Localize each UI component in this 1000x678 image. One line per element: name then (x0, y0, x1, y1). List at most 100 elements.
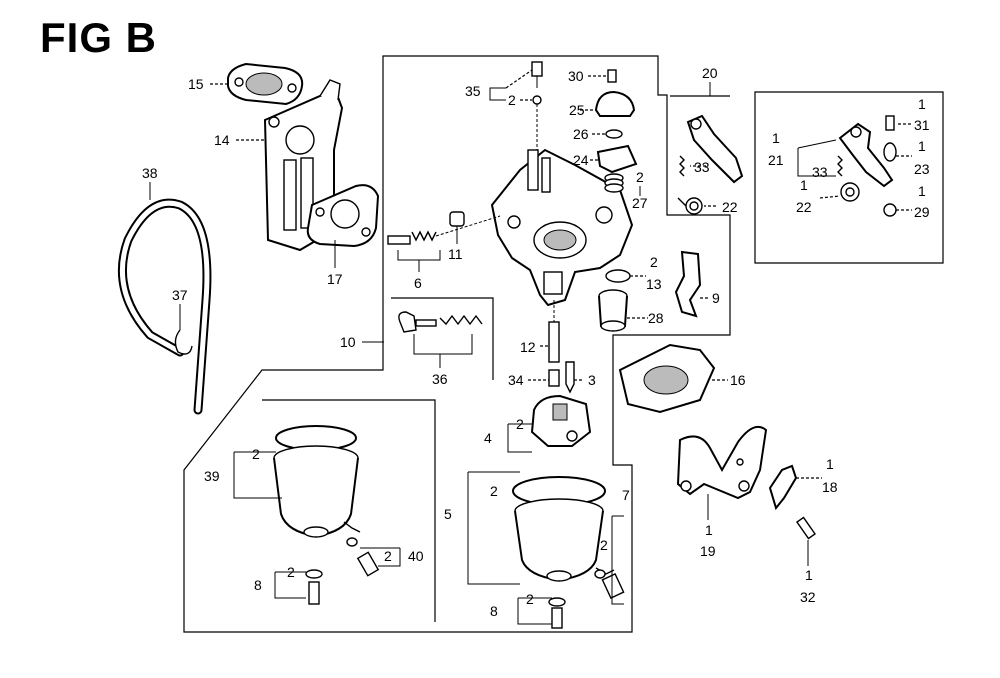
callout-35-qty: 2 (508, 92, 516, 108)
part-8-bolt-left (305, 569, 323, 605)
callout-31: 31 (914, 117, 930, 133)
carburetor-body (490, 148, 634, 307)
choke-set-lever (838, 122, 894, 188)
callout-21-qty: 1 (772, 130, 780, 146)
part-15-gasket (227, 62, 304, 106)
callout-40: 40 (408, 548, 424, 564)
part-13-o-ring (605, 269, 631, 283)
part-39-float-bowl (273, 425, 361, 538)
part-25-cap (594, 90, 636, 117)
callout-29: 29 (914, 204, 930, 220)
callout-39-qty: 2 (252, 446, 260, 462)
part-16-insulator (618, 343, 716, 414)
part-33-spring (679, 155, 685, 177)
part-32-bolt (796, 516, 816, 540)
callout-35: 35 (465, 83, 481, 99)
part-27-spring (604, 173, 624, 193)
part-20-choke-lever (686, 114, 744, 184)
callout-4-qty: 2 (516, 416, 524, 432)
choke-set-spring-22 (840, 182, 860, 202)
callout-37: 37 (172, 287, 188, 303)
callout-5: 5 (444, 506, 452, 522)
callout-30: 30 (568, 68, 584, 84)
part-12-main-jet (548, 300, 560, 363)
callout-38: 38 (142, 165, 158, 181)
leader-lines (149, 69, 912, 625)
callout-27: 27 (632, 195, 648, 211)
callout-5-qty: 2 (490, 483, 498, 499)
bowl-subassembly-boundary (262, 399, 436, 622)
callout-8-left-qty: 2 (287, 564, 295, 580)
part-37-clip (174, 329, 193, 355)
part-34-jet (548, 369, 560, 387)
callout-8-right: 8 (490, 603, 498, 619)
callout-11: 11 (448, 246, 463, 262)
part-28-filter (598, 289, 628, 332)
part-22-spring (677, 197, 703, 215)
needle-group-box (391, 297, 494, 380)
callout-28: 28 (648, 310, 664, 326)
callout-18: 18 (822, 479, 838, 495)
callout-12: 12 (520, 339, 536, 355)
callout-32-qty: 1 (805, 567, 813, 583)
callout-33-b: 33 (812, 164, 828, 180)
callout-13: 13 (646, 276, 662, 292)
part-30-screw (607, 69, 617, 83)
callout-20: 20 (702, 65, 718, 81)
callout-23: 23 (914, 161, 930, 177)
part-5-float-bowl (512, 476, 615, 582)
callout-labels: 15 14 17 35 2 30 25 26 24 2 27 6 11 2 13… (142, 65, 930, 619)
choke-set-spring-33 (837, 155, 843, 177)
callout-10: 10 (340, 334, 356, 350)
part-18-clamp (768, 464, 798, 511)
part-6-pilot-screw (387, 215, 501, 245)
part-9-lever (674, 250, 702, 318)
callout-19-qty: 1 (705, 522, 713, 538)
part-8-bolt-right (548, 597, 566, 629)
part-19-guide-plate (676, 426, 768, 500)
callout-16: 16 (730, 372, 746, 388)
callout-9: 9 (712, 290, 720, 306)
callout-15: 15 (188, 76, 204, 92)
callout-8-right-qty: 2 (526, 591, 534, 607)
choke-set-box (754, 91, 944, 264)
callout-24: 24 (573, 152, 589, 168)
part-24-bracket (596, 144, 638, 174)
choke-set-nut-29 (883, 203, 897, 217)
callout-7: 7 (622, 487, 630, 503)
figure-title: FIG B (40, 14, 157, 61)
part-4-float (530, 394, 592, 447)
callout-36: 36 (432, 371, 448, 387)
callout-18-qty: 1 (826, 456, 834, 472)
part-36-needle (398, 311, 483, 333)
callout-13-qty: 2 (650, 254, 658, 270)
callout-19: 19 (700, 543, 716, 559)
callout-33-a: 33 (694, 159, 710, 175)
part-40-drain-screw (346, 537, 380, 577)
callout-29-qty: 1 (918, 183, 926, 199)
part-35-screw (531, 61, 543, 150)
part-26-washer (605, 129, 623, 139)
callout-3: 3 (588, 372, 596, 388)
callout-8-left: 8 (254, 577, 262, 593)
callout-32: 32 (800, 589, 816, 605)
callout-40-qty: 2 (384, 548, 392, 564)
part-17-gasket (306, 184, 380, 248)
callout-39: 39 (204, 468, 220, 484)
callout-22-b-qty: 1 (800, 177, 808, 193)
callout-22-a: 22 (722, 199, 738, 215)
callout-26: 26 (573, 126, 589, 142)
callout-31-qty: 1 (918, 96, 926, 112)
callout-27-qty: 2 (636, 169, 644, 185)
callout-23-qty: 1 (918, 138, 926, 154)
choke-set-collar-23 (883, 142, 897, 162)
part-3-float-needle (565, 361, 575, 394)
part-11-plug (449, 211, 465, 227)
part-7-drain-screw (594, 569, 625, 599)
choke-set-screw-31 (885, 115, 895, 131)
callout-4: 4 (484, 430, 492, 446)
callout-25: 25 (569, 102, 585, 118)
callout-22-b: 22 (796, 199, 812, 215)
callout-6: 6 (414, 275, 422, 291)
